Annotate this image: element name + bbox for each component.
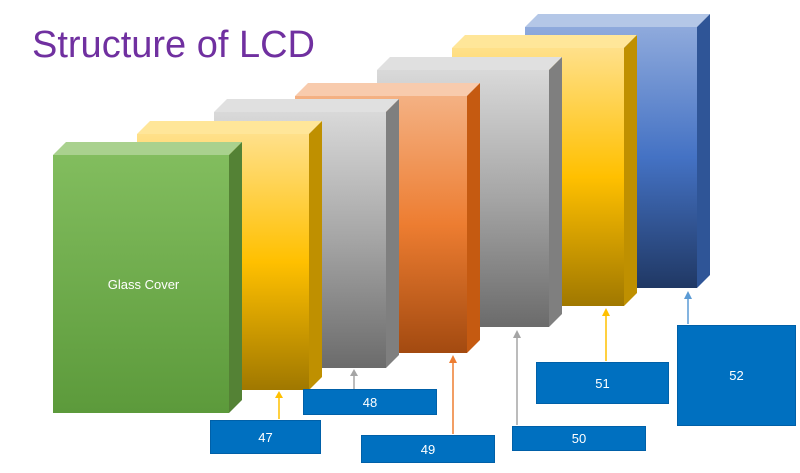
callout-box-50: 50 [512,426,646,451]
arrow-47 [275,391,283,419]
callout-arrows [275,291,692,434]
arrow-48 [350,369,358,389]
callout-box-47: 47 [210,420,321,454]
arrow-52 [684,291,692,324]
arrow-51 [602,308,610,361]
callout-box-49: 49 [361,435,495,463]
callout-box-48: 48 [303,389,437,415]
arrow-49 [449,355,457,434]
page-title: Structure of LCD [32,24,315,66]
glass-cover-label: Glass Cover [107,277,180,292]
callout-box-52: 52 [677,325,796,426]
glass-cover-block [53,142,242,413]
arrow-50 [513,330,521,425]
callout-box-51: 51 [536,362,669,404]
